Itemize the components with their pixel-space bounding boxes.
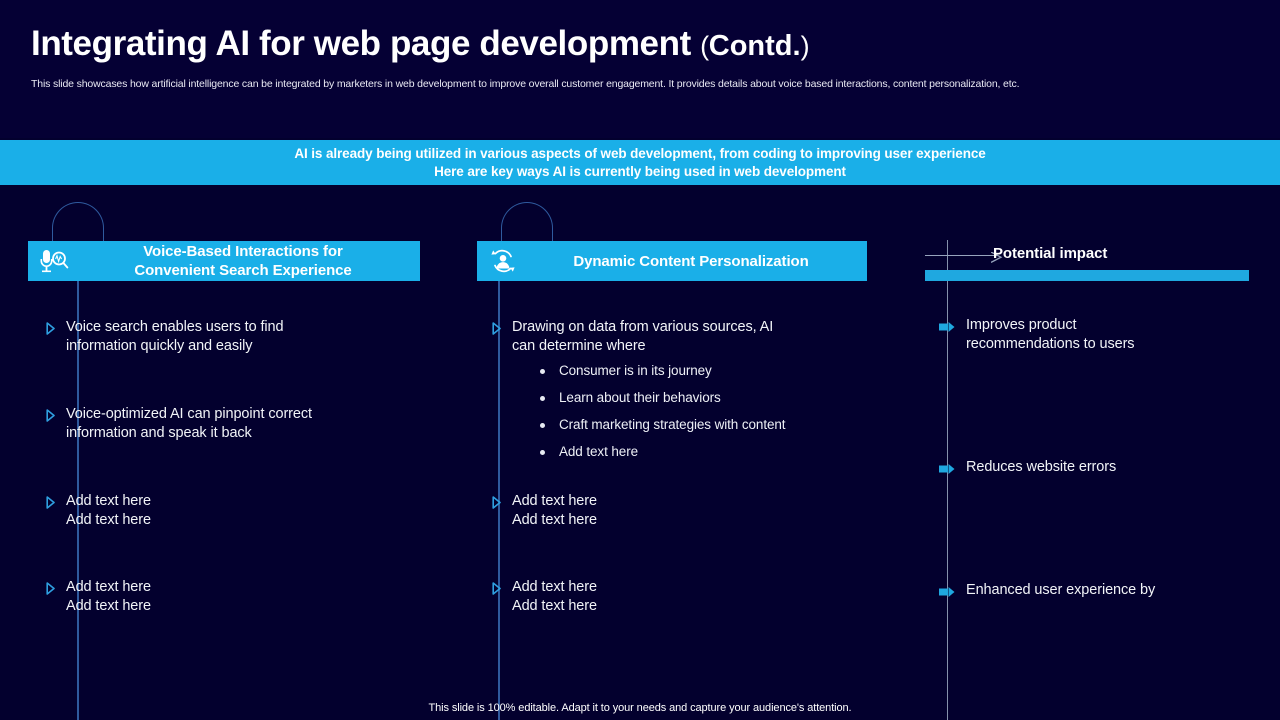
list-item-line-2: Add text here <box>512 512 597 528</box>
page-subtitle: This slide showcases how artificial inte… <box>31 78 1020 90</box>
footer-note: This slide is 100% editable. Adapt it to… <box>428 702 852 714</box>
sub-list-item[interactable]: Learn about their behaviors <box>540 389 785 406</box>
arrow-right-icon <box>990 250 1003 268</box>
list-item-line-1: Improves product <box>966 317 1077 333</box>
list-item[interactable]: Improves product recommendations to user… <box>939 316 1135 354</box>
column-1-header[interactable]: Voice-Based Interactions for Convenient … <box>28 241 420 281</box>
list-item-text: Voice search enables users to find infor… <box>66 318 284 356</box>
list-item-line-1: Add text here <box>512 579 597 595</box>
list-item[interactable]: Reduces website errors <box>939 458 1116 477</box>
list-item-line-2: information quickly and easily <box>66 338 253 354</box>
list-item[interactable]: Add text here Add text here <box>46 492 151 530</box>
page-title: Integrating AI for web page development … <box>31 24 810 64</box>
impact-accent-bar <box>925 270 1249 281</box>
list-item-text: Drawing on data from various sources, AI… <box>512 318 773 356</box>
chevron-bullet-icon <box>46 496 56 510</box>
banner-line-1: AI is already being utilized in various … <box>294 145 986 161</box>
list-item[interactable]: Add text here Add text here <box>492 578 597 616</box>
list-item[interactable]: Add text here Add text here <box>492 492 597 530</box>
list-item-line-2: recommendations to users <box>966 336 1135 352</box>
connector-arc <box>52 202 104 248</box>
dot-bullet-icon <box>540 450 545 455</box>
connector-arc <box>501 202 553 248</box>
list-item[interactable]: Add text here Add text here <box>46 578 151 616</box>
list-item-line-1: Voice search enables users to find <box>66 319 284 335</box>
impact-vertical-line <box>947 240 949 720</box>
page-title-main: Integrating AI for web page development <box>31 24 691 63</box>
impact-arrow-line <box>925 255 997 257</box>
list-item-line-1: Add text here <box>512 493 597 509</box>
sub-list-item[interactable]: Add text here <box>540 443 785 460</box>
connector-vertical-line <box>498 248 500 720</box>
chevron-bullet-icon <box>46 409 56 423</box>
dot-bullet-icon <box>540 369 545 374</box>
title-paren-open: ( <box>700 31 709 61</box>
column-1-title-line-2: Convenient Search Experience <box>134 262 352 279</box>
list-item-line-1: Reduces website errors <box>966 459 1117 475</box>
title-contd: Contd. <box>708 30 801 62</box>
banner-line-2: Here are key ways AI is currently being … <box>434 163 846 179</box>
list-item-text: Improves product recommendations to user… <box>966 316 1135 354</box>
list-item-text: Add text here Add text here <box>512 492 597 530</box>
chevron-bullet-icon <box>492 582 502 596</box>
list-item-line-1: Add text here <box>66 493 151 509</box>
connector-vertical-line <box>77 248 79 720</box>
list-item-line-2: information and speak it back <box>66 425 252 441</box>
list-item[interactable]: Voice-optimized AI can pinpoint correct … <box>46 405 312 443</box>
info-banner: AI is already being utilized in various … <box>0 140 1280 185</box>
sub-list-item-text: Craft marketing strategies with content <box>559 417 786 432</box>
chevron-bullet-icon <box>492 322 502 336</box>
list-item-line-1: Voice-optimized AI can pinpoint correct <box>66 406 312 422</box>
arrow-square-bullet-icon <box>939 462 957 474</box>
list-item-line-2: Add text here <box>66 598 151 614</box>
microphone-search-icon <box>28 248 80 274</box>
list-item-text: Add text here Add text here <box>66 492 151 530</box>
column-2-title-line-1: Dynamic Content Personalization <box>573 252 809 270</box>
list-item-line-2: Add text here <box>66 512 151 528</box>
list-item-line-1: Drawing on data from various sources, AI <box>512 319 774 335</box>
user-refresh-icon <box>477 247 529 275</box>
list-item-text: Add text here Add text here <box>66 578 151 616</box>
arrow-square-bullet-icon <box>939 585 957 597</box>
dot-bullet-icon <box>540 396 545 401</box>
list-item-line-2: can determine where <box>512 338 646 354</box>
list-item[interactable]: Drawing on data from various sources, AI… <box>492 318 773 356</box>
list-item-text: Reduces website errors <box>966 458 1116 477</box>
column-2-header[interactable]: Dynamic Content Personalization <box>477 241 867 281</box>
list-item-text: Add text here Add text here <box>512 578 597 616</box>
chevron-bullet-icon <box>492 496 502 510</box>
list-item-text: Voice-optimized AI can pinpoint correct … <box>66 405 312 443</box>
title-paren-close: ) <box>800 31 810 61</box>
chevron-bullet-icon <box>46 322 56 336</box>
sub-list-item[interactable]: Craft marketing strategies with content <box>540 416 786 433</box>
chevron-bullet-icon <box>46 582 56 596</box>
list-item[interactable]: Voice search enables users to find infor… <box>46 318 284 356</box>
slide-header: Integrating AI for web page development … <box>0 0 1280 138</box>
list-item-line-2: Add text here <box>512 598 597 614</box>
column-1-title: Voice-Based Interactions for Convenient … <box>80 242 420 280</box>
list-item[interactable]: Enhanced user experience by <box>939 581 1155 600</box>
sub-list-item-text: Add text here <box>559 444 639 459</box>
column-2-sublist: Consumer is in its journey Learn about t… <box>540 362 786 470</box>
list-item-line-1: Enhanced user experience by <box>966 582 1156 598</box>
sub-list-item-text: Learn about their behaviors <box>559 390 721 405</box>
sub-list-item-text: Consumer is in its journey <box>559 363 712 378</box>
impact-title: Potential impact <box>993 245 1108 262</box>
list-item-text: Enhanced user experience by <box>966 581 1155 600</box>
column-1-title-line-1: Voice-Based Interactions for <box>143 243 343 260</box>
list-item-line-1: Add text here <box>66 579 151 595</box>
column-2-title: Dynamic Content Personalization <box>529 252 867 271</box>
sub-list-item[interactable]: Consumer is in its journey <box>540 362 785 379</box>
arrow-square-bullet-icon <box>939 320 957 332</box>
dot-bullet-icon <box>540 423 545 428</box>
